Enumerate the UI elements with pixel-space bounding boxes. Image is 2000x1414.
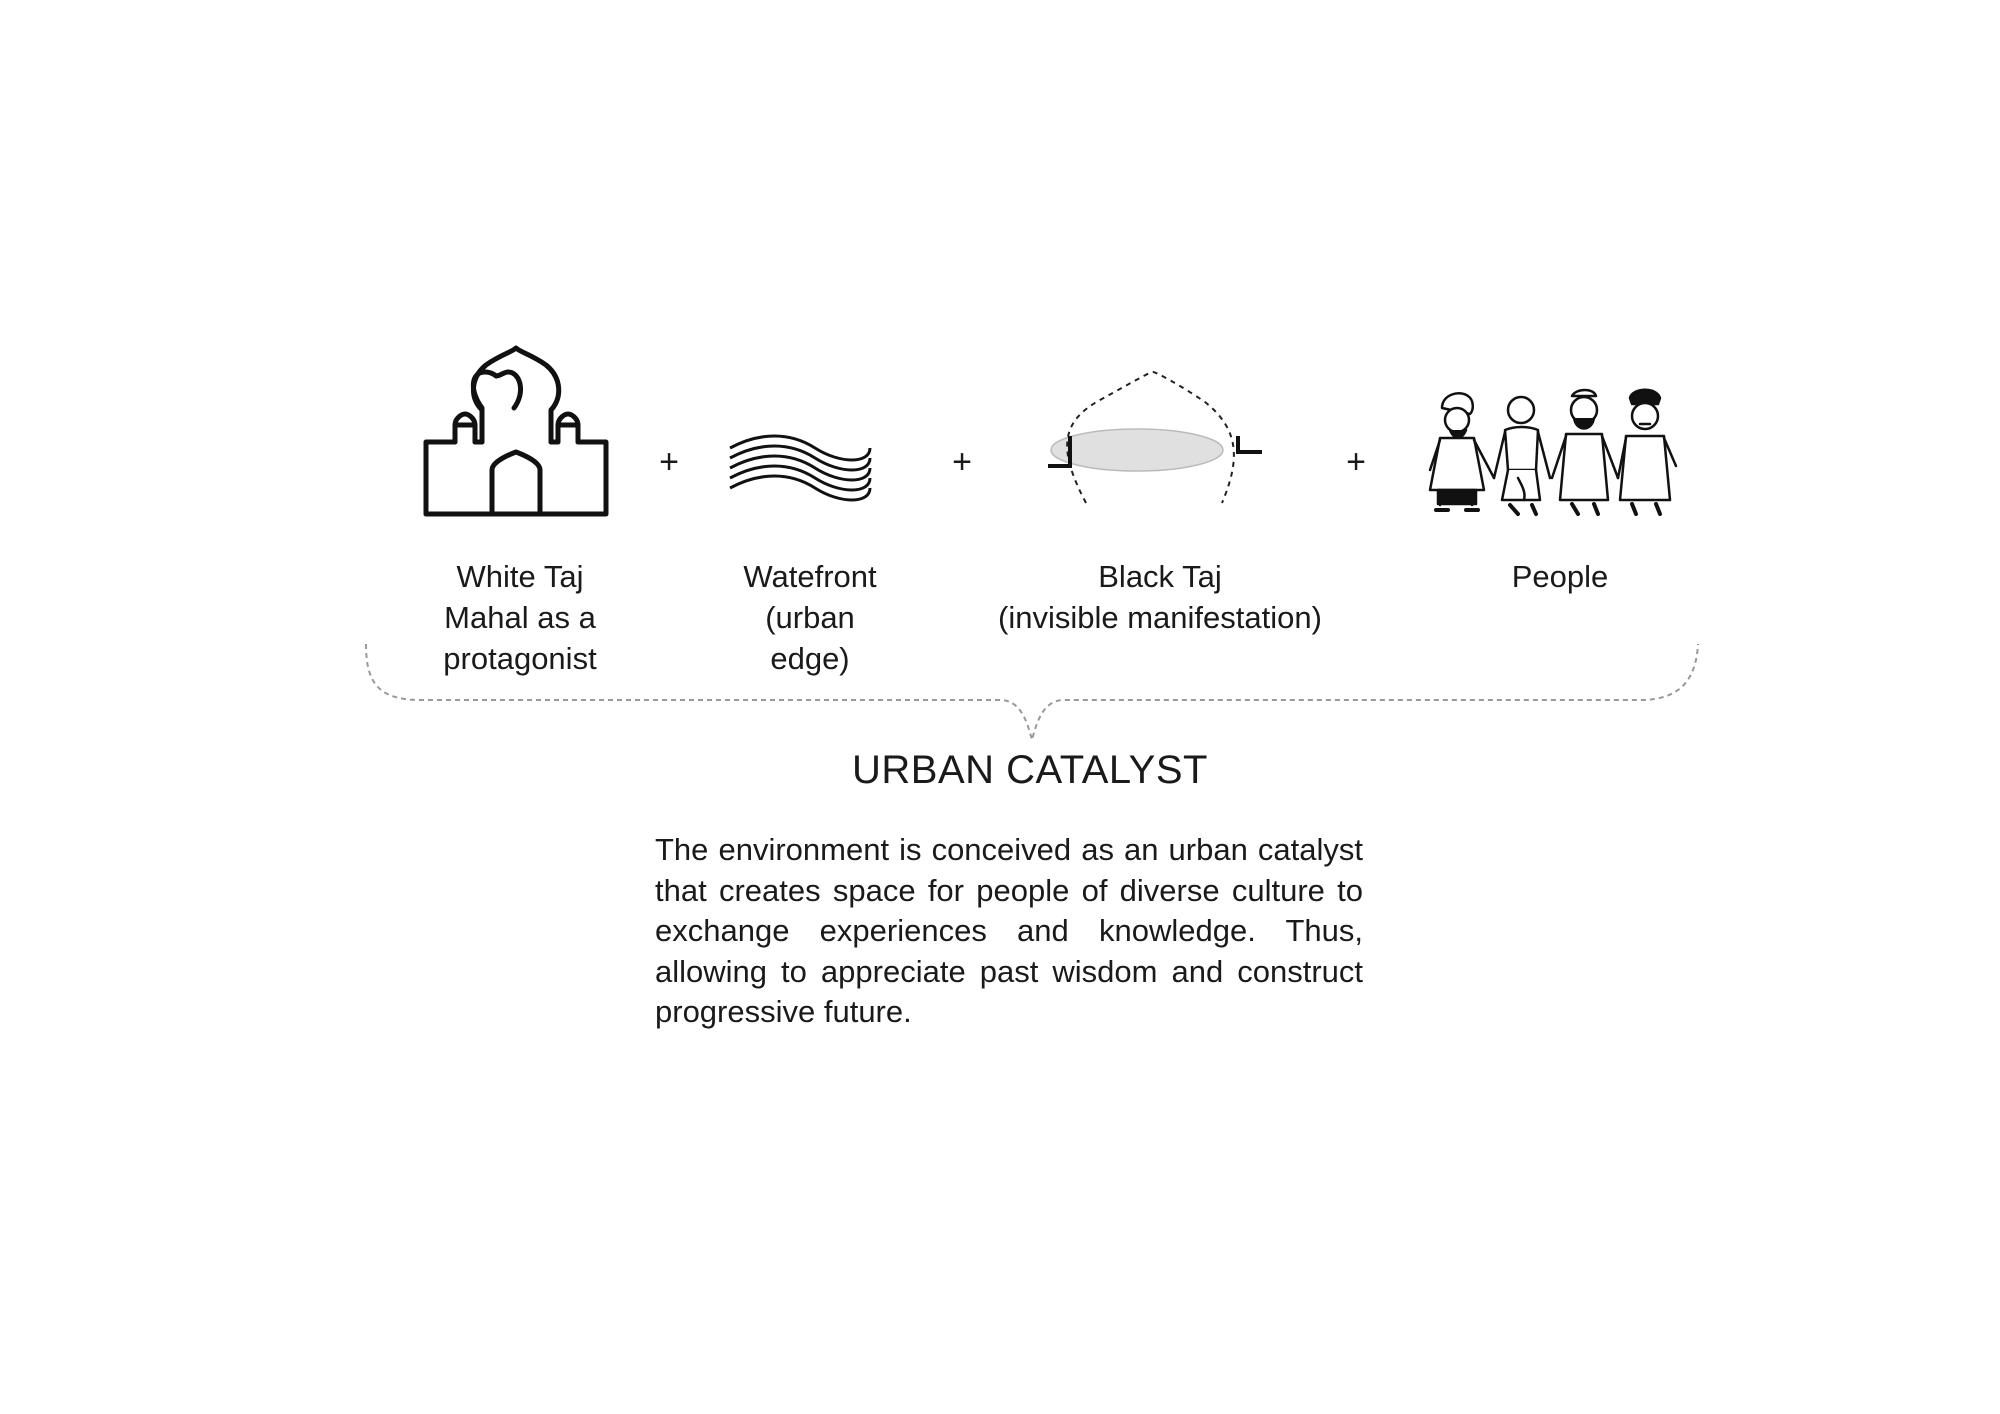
label-line: Watefront <box>743 559 877 594</box>
label-black-taj: Black Taj (invisible manifestation) <box>960 556 1360 638</box>
taj-mahal-icon-detail <box>423 345 609 517</box>
person-figure <box>1428 392 1496 512</box>
label-line: edge) <box>770 641 850 676</box>
plus-operator-3: + <box>1346 443 1366 481</box>
label-waterfront: Watefront (urban edge) <box>700 556 920 679</box>
plus-operator-2: + <box>952 443 972 481</box>
plus-operator-1: + <box>659 443 679 481</box>
label-line: People <box>1511 559 1609 594</box>
person-figure <box>1616 388 1678 516</box>
dome-outline-icon <box>1048 370 1262 504</box>
label-people: People <box>1460 556 1660 597</box>
label-white-taj: White Taj Mahal as a protagonist <box>400 556 640 679</box>
result-title: URBAN CATALYST <box>852 748 1208 792</box>
label-line: protagonist <box>443 641 597 676</box>
people-group-icon <box>1428 388 1678 516</box>
label-line: White Taj <box>456 559 584 594</box>
curly-brace <box>365 643 1699 741</box>
waves-icon <box>729 434 872 502</box>
label-line: Black Taj <box>1098 559 1222 594</box>
description-paragraph: The environment is conceived as an urban… <box>655 832 1363 1029</box>
label-line: (invisible manifestation) <box>998 600 1322 635</box>
person-figure <box>1492 395 1552 516</box>
label-line: Mahal as a <box>444 600 596 635</box>
label-line: (urban <box>765 600 855 635</box>
person-figure <box>1550 388 1620 516</box>
